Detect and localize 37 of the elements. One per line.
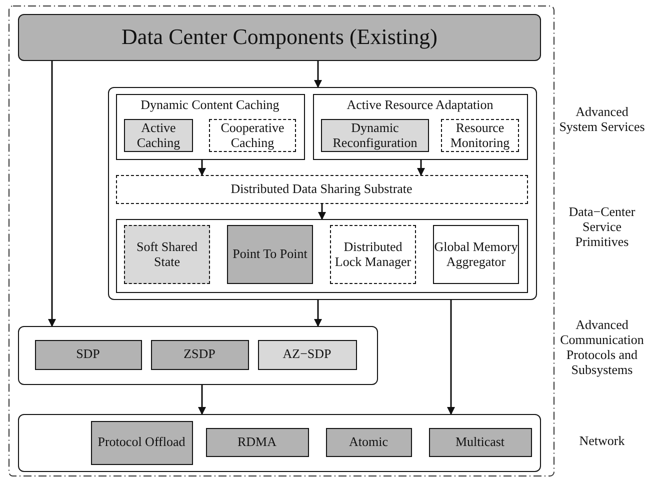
arrow [318, 204, 326, 220]
process-box: Multicast [428, 428, 532, 456]
process-box: Soft Shared State [124, 225, 210, 284]
process-box: Dynamic Reconfiguration [321, 119, 429, 152]
process-box: Distributed Lock Manager [330, 225, 416, 284]
process-box: AZ−SDP [258, 340, 356, 370]
group-box [108, 87, 537, 300]
group-heading: Active Resource Adaptation [346, 98, 494, 112]
group-box [116, 94, 304, 160]
process-box: RDMA [206, 428, 308, 456]
layer-label: Data−Center Service Primitives [568, 205, 636, 250]
layer-label: Advanced System Services [558, 105, 646, 135]
process-box: Active Caching [124, 119, 193, 152]
process-box: Resource Monitoring [441, 119, 519, 152]
process-box: Atomic [326, 428, 412, 456]
group-box [116, 218, 528, 292]
arrow [198, 160, 206, 176]
process-box: Point To Point [227, 225, 313, 284]
process-box: Global Memory Aggregator [433, 225, 519, 284]
arrow [447, 300, 455, 415]
component-box: Data Center Components (Existing) [18, 14, 541, 61]
layer-label: Advanced Communication Protocols and Subsystems [559, 318, 645, 378]
arrow [314, 61, 322, 88]
process-box: SDP [34, 340, 142, 370]
group-heading: Dynamic Content Caching [140, 98, 280, 112]
process-box: Protocol Offload [90, 420, 192, 464]
arrow [198, 385, 206, 415]
process-box: Cooperative Caching [209, 119, 296, 152]
group-box [312, 94, 528, 160]
substrate-box: Distributed Data Sharing Substrate [116, 174, 528, 204]
arrow [48, 61, 56, 327]
layer-label: Network [578, 434, 626, 449]
process-box: ZSDP [150, 340, 248, 370]
arrow [314, 300, 322, 327]
group-box [18, 414, 541, 472]
arrow [417, 160, 425, 176]
group-box [18, 326, 378, 385]
